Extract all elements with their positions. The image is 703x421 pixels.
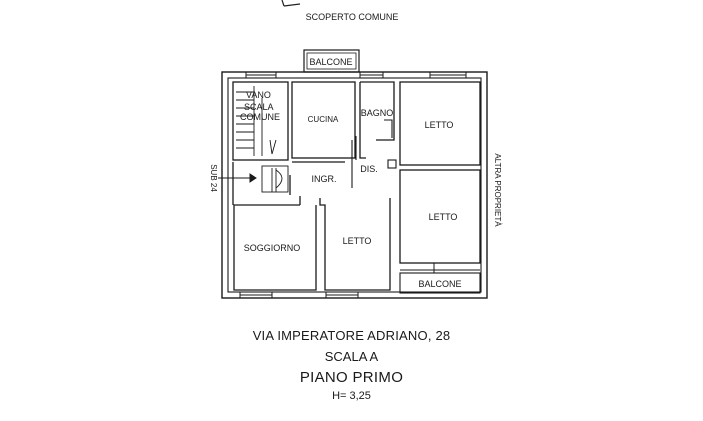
edge-mark [281,0,301,7]
ingresso-label: INGR. [311,174,336,184]
entrance-door [261,165,289,193]
scoperto-comune-label: SCOPERTO COMUNE [306,12,399,22]
letto-2-label: LETTO [429,212,458,222]
floor-caption: PIANO PRIMO [299,369,404,386]
bottom-windows [239,292,359,298]
cucina-label: CUCINA [308,115,339,124]
stair-label: VANO SCALA COMUNE [240,90,280,122]
stair-caption: SCALA A [324,349,379,364]
balcone-top: BALCONE [303,49,360,73]
height-caption: H= 3,25 [332,390,371,402]
interior-doors [351,119,397,188]
balcone-bottom-label: BALCONE [418,279,461,289]
stair-treads [236,86,277,156]
sub-24-label: SUB 24 [209,164,218,192]
balcone-bottom: BALCONE [399,263,481,294]
balcone-top-label: BALCONE [309,57,352,67]
entrance-arrow [218,173,257,183]
letto-3-label: LETTO [343,236,372,246]
altra-proprieta-label: ALTRA PROPRIETÀ [493,153,502,227]
bagno-label: BAGNO [361,108,394,118]
address-caption: VIA IMPERATORE ADRIANO, 28 [252,328,451,343]
top-windows [245,72,467,78]
letto-1-label: LETTO [425,120,454,130]
interior-walls [232,81,481,291]
soggiorno-label: SOGGIORNO [244,243,301,253]
disimpegno-label: DIS. [360,164,378,174]
